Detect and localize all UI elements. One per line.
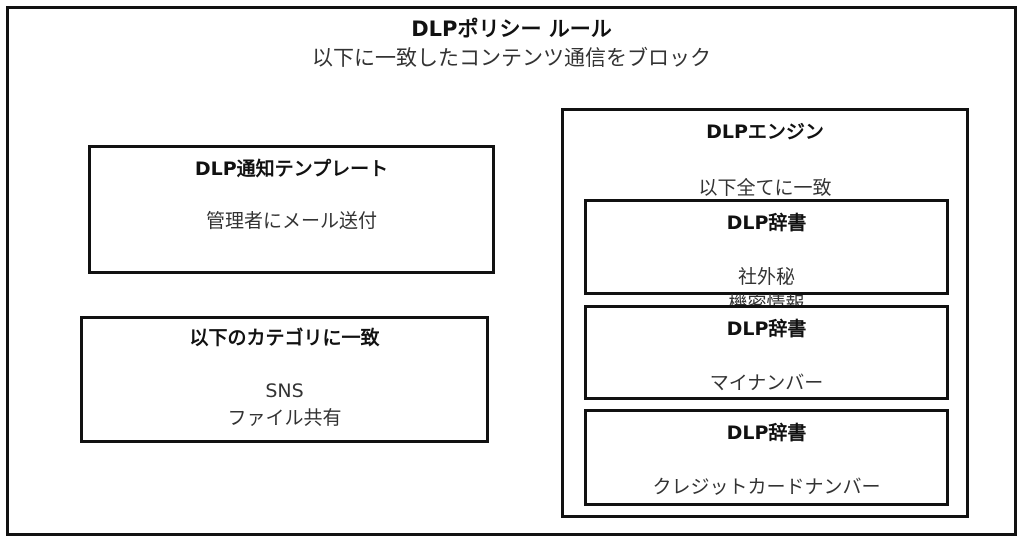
- dlp-dictionary-entries: マイナンバー: [587, 370, 946, 397]
- dlp-dictionary-title: DLP辞書: [726, 212, 807, 234]
- dlp-engine-condition: 以下全てに一致: [698, 177, 832, 199]
- dictionary-entry: マイナンバー: [709, 372, 824, 394]
- dlp-engine-box: DLPエンジン 以下全てに一致 DLP辞書 社外秘 機密情報 DLP辞書 マイナ…: [561, 108, 969, 518]
- notification-template-box: DLP通知テンプレート 管理者にメール送付: [88, 145, 495, 274]
- dlp-dictionary-box: DLP辞書 クレジットカードナンバー: [584, 409, 949, 506]
- dlp-dictionary-title: DLP辞書: [726, 318, 807, 340]
- category-item: ファイル共有: [227, 407, 342, 429]
- notification-template-text: 管理者にメール送付: [205, 210, 377, 232]
- category-match-box: 以下のカテゴリに一致 SNS ファイル共有: [80, 316, 489, 443]
- policy-title: DLPポリシー ルール: [411, 17, 612, 41]
- category-match-title: 以下のカテゴリに一致: [189, 327, 380, 349]
- category-item: SNS: [265, 380, 304, 402]
- dictionary-entry: クレジットカードナンバー: [652, 476, 881, 498]
- dlp-dictionary-box: DLP辞書 社外秘 機密情報: [584, 199, 949, 315]
- dictionary-entry: 社外秘: [737, 266, 795, 288]
- dlp-dictionary-box: DLP辞書 マイナンバー: [584, 305, 949, 400]
- dlp-dictionary-entries: クレジットカードナンバー: [587, 474, 946, 501]
- category-list: SNS ファイル共有: [83, 378, 486, 432]
- dlp-dictionary-title: DLP辞書: [726, 422, 807, 444]
- policy-subtitle: 以下に一致したコンテンツ通信をブロック: [312, 46, 711, 70]
- dlp-engine-title: DLPエンジン: [706, 121, 824, 143]
- notification-template-title: DLP通知テンプレート: [194, 158, 389, 180]
